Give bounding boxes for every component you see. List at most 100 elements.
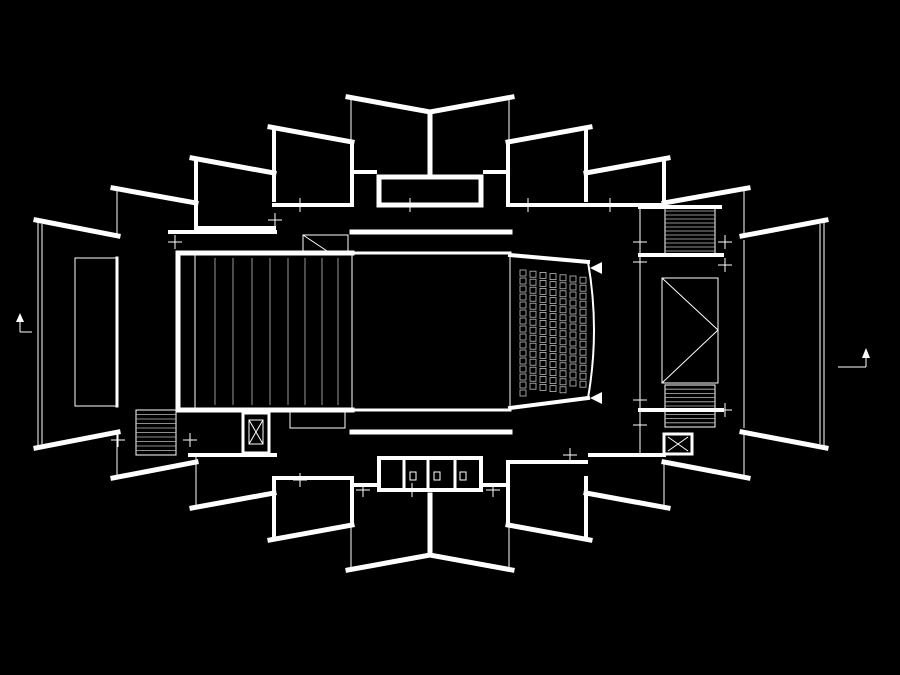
right-ramp-block xyxy=(661,277,719,384)
chair xyxy=(569,371,577,379)
bottom-room-left-3-roof xyxy=(110,459,199,481)
chair xyxy=(549,321,557,329)
chair xyxy=(559,386,567,394)
elevator-cross xyxy=(248,419,264,445)
chair xyxy=(579,332,587,340)
elevator-lower-right xyxy=(662,432,694,456)
chair xyxy=(529,358,537,366)
chair xyxy=(579,340,587,348)
toilet-fixture xyxy=(459,471,467,481)
chair xyxy=(569,379,577,387)
chair xyxy=(569,347,577,355)
chair xyxy=(549,361,557,369)
stair-top-left-diagonal xyxy=(302,234,331,254)
chair xyxy=(579,316,587,324)
toilet-fixture xyxy=(433,471,441,481)
chair xyxy=(539,375,547,383)
chair xyxy=(559,330,567,338)
right-ramp-diagonal xyxy=(661,277,719,384)
chair xyxy=(579,348,587,356)
top-room-right-2-roof xyxy=(583,155,671,176)
chair xyxy=(519,325,527,333)
chair xyxy=(529,326,537,334)
chair xyxy=(519,333,527,341)
chair xyxy=(539,327,547,335)
chair xyxy=(529,382,537,390)
chair xyxy=(559,354,567,362)
chair xyxy=(569,291,577,299)
bottom-room-right-2-roof xyxy=(583,490,671,511)
end-wing-right-roof xyxy=(739,217,829,239)
chair xyxy=(549,305,557,313)
chair xyxy=(529,334,537,342)
chair xyxy=(579,276,587,284)
chair xyxy=(559,298,567,306)
stair-treads-lower-left xyxy=(136,414,176,451)
chair xyxy=(559,338,567,346)
chair xyxy=(579,308,587,316)
chair xyxy=(539,359,547,367)
chair xyxy=(549,289,557,297)
chair xyxy=(579,324,587,332)
stage-edge-bottom xyxy=(507,395,591,411)
chair xyxy=(529,350,537,358)
chair xyxy=(559,346,567,354)
chair xyxy=(569,299,577,307)
chair xyxy=(549,313,557,321)
top-room-right-3-roof xyxy=(661,185,751,206)
chair xyxy=(559,274,567,282)
toilet-block xyxy=(377,456,483,492)
chair xyxy=(539,383,547,391)
left-lobby-block xyxy=(74,257,118,407)
chair xyxy=(579,284,587,292)
stair-lower-mid xyxy=(289,409,346,429)
chair xyxy=(569,315,577,323)
chair xyxy=(579,356,587,364)
upper-corridor xyxy=(168,170,722,254)
chair xyxy=(569,363,577,371)
chair-grid xyxy=(519,269,587,397)
stage-front-curve xyxy=(586,260,595,400)
chair xyxy=(549,297,557,305)
bottom-perimeter-rooms xyxy=(33,429,829,573)
chair xyxy=(529,294,537,302)
top-room-right-1-roof xyxy=(505,124,593,145)
chair xyxy=(529,302,537,310)
chair xyxy=(529,310,537,318)
chair xyxy=(529,374,537,382)
stage-arrow-top xyxy=(590,262,602,274)
elevator-cross xyxy=(667,436,689,452)
bottom-room-left-1-roof xyxy=(267,522,355,543)
door-marks xyxy=(111,198,732,497)
stage-edge-top xyxy=(507,252,591,265)
chair xyxy=(579,300,587,308)
chair xyxy=(549,377,557,385)
chair xyxy=(539,303,547,311)
main-hall xyxy=(175,229,602,435)
chair xyxy=(519,309,527,317)
lower-service-block xyxy=(188,453,666,492)
chair xyxy=(519,373,527,381)
chair xyxy=(559,290,567,298)
top-perimeter-rooms xyxy=(33,94,829,239)
elevator-lower-left xyxy=(241,411,271,455)
elevator-cab xyxy=(248,419,264,445)
chair xyxy=(549,337,557,345)
chair xyxy=(569,323,577,331)
top-room-left-1-roof xyxy=(267,124,355,145)
chair xyxy=(539,351,547,359)
chair xyxy=(569,307,577,315)
chair xyxy=(539,367,547,375)
chair xyxy=(539,295,547,303)
chair xyxy=(529,366,537,374)
chair xyxy=(519,277,527,285)
chair xyxy=(559,306,567,314)
chair xyxy=(559,362,567,370)
bottom-room-right-1-roof xyxy=(505,522,593,543)
section-arrow-left xyxy=(16,313,32,333)
chair xyxy=(559,378,567,386)
chair xyxy=(519,365,527,373)
end-wing-right-floor xyxy=(739,429,829,451)
chair xyxy=(529,278,537,286)
